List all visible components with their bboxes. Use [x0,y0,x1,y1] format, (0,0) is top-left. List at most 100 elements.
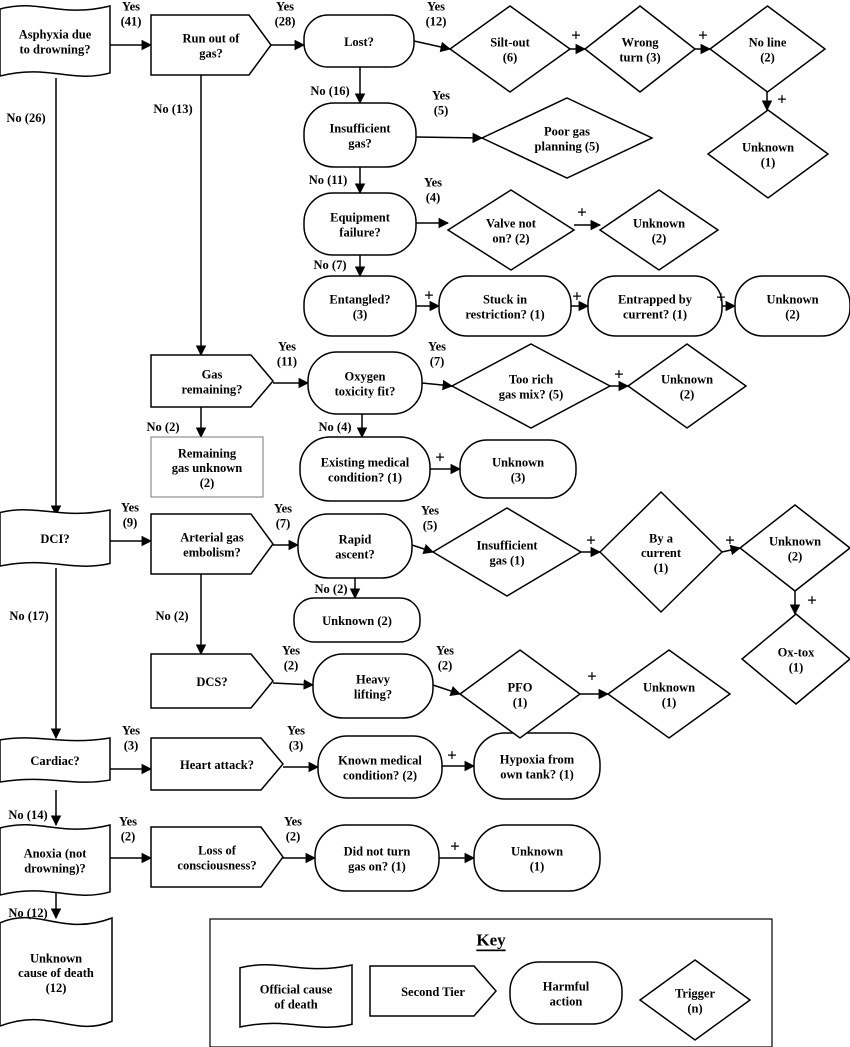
no-line-line-2: (2) [760,50,775,64]
ascent-insufficient-gas-line-2: gas (1) [489,553,524,567]
label-equipment-no-line-1: No (7) [314,258,347,272]
label-heavy-yes-line-1: Yes [436,644,454,658]
silt-out-line-1: Silt-out [490,36,530,50]
key-title: Key [476,931,506,950]
label-age-yes-line-1: Yes [274,502,292,516]
label-asphyxia-yes-line-2: (41) [121,14,142,28]
label-insufficient-gas-no: No (11) [309,173,348,187]
valve-unknown-line-1: Unknown [633,217,685,231]
label-lost-yes-line-2: (12) [426,14,447,28]
key-trigger-line-1: Trigger [675,987,715,1001]
edges-layer [50,39,801,920]
current-unknown-line-1: Unknown [769,535,821,549]
key-second-tier-shape [369,965,497,1017]
key-harmful-action-line-1: Harmful [543,980,590,994]
edge-insufficient-gas-yes [415,132,484,144]
rapid-ascent-line-2: ascent? [335,547,375,561]
plus-sign-14: + [447,746,457,765]
label-dci-yes-line-1: Yes [121,501,139,515]
by-a-current-line-3: (1) [654,561,669,575]
ox-tox-line-1: Ox-tox [778,646,816,660]
key-trigger-shape [638,959,752,1041]
label-rapid-yes-line-1: Yes [421,504,439,518]
label-age-yes-line-2: (7) [276,516,291,530]
key-harmful-action-shape [509,961,623,1025]
lost-shape [303,14,415,68]
label-oxygen-yes-line-2: (7) [430,354,445,368]
label-gas-remaining-no: No (2) [147,420,180,434]
plus-sign-12: + [807,591,817,610]
label-loc-yes: Yes(2) [284,815,302,844]
label-heart-yes: Yes(3) [287,724,305,753]
medical-unknown-shape [459,439,577,499]
remaining-gas-unknown-line-1: Remaining [178,446,237,460]
key-official-cause-line-2: of death [274,997,317,1011]
label-gas-remaining-no-line-1: No (2) [147,420,180,434]
anoxia-shape [0,824,111,896]
entrapped-by-current-line-1: Entrapped by [618,293,693,307]
label-dcs-yes-line-2: (2) [284,658,299,672]
ascent-insufficient-gas-shape [431,507,583,597]
label-dcs-yes: Yes(2) [282,644,300,673]
label-heavy-yes-line-2: (2) [438,658,453,672]
entangled-unknown-shape [734,275,850,337]
run-out-gas-shape [150,14,272,76]
ascent-insufficient-gas-line-1: Insufficient [476,539,538,553]
label-rapid-yes: Yes(5) [421,504,439,533]
label-lost-yes: Yes(12) [426,0,447,28]
rapid-ascent-shape [297,513,413,579]
poor-gas-planning-shape [480,97,654,179]
label-cardiac-yes-line-2: (3) [124,738,139,752]
asphyxia-line-2: to drowning? [20,42,91,56]
oxtox-unknown-shape [626,343,748,429]
label-equipment-no: No (7) [314,258,347,272]
existing-medical-condition-line-1: Existing medical [321,456,410,470]
edge-dcs-yes [272,679,315,690]
node-current-unknown: Unknown(2) [738,504,850,592]
label-oxygen-yes-line-1: Yes [428,340,446,354]
entangled-unknown-line-1: Unknown [766,293,818,307]
did-not-turn-gas-on-line-1: Did not turn [344,845,411,859]
plus-sign-7: + [716,288,726,307]
label-age-no: No (2) [156,609,189,623]
anoxia-line-2: drowning)? [24,861,86,875]
node-silt-out: Silt-out(6) [448,5,572,93]
node-pfo-unknown: Unknown(1) [606,649,732,739]
plus-sign-9: + [435,448,445,467]
heavy-lifting-line-2: lifting? [354,687,392,701]
no-line-shape [708,5,827,93]
cardiac-line-1: Cardiac? [30,754,79,768]
label-run-out-no-line-1: No (13) [153,102,192,116]
oxtox-unknown-line-2: (2) [680,387,695,401]
anoxia-unknown-line-2: (1) [530,859,545,873]
known-medical-condition-line-1: Known medical [338,754,422,768]
gas-remaining-line-1: Gas [202,368,223,382]
plus-sign-6: + [572,287,582,306]
node-medical-unknown: Unknown(3) [459,439,577,499]
label-asphyxia-no: No (26) [6,111,45,125]
heavy-lifting-shape [312,653,434,719]
stuck-in-restriction-line-2: restriction? (1) [465,307,544,321]
node-entangled: Entangled?(3) [303,275,417,337]
node-rapid-ascent-unknown: Unknown (2) [293,597,421,643]
valve-not-on-line-1: Valve not [486,217,537,231]
medical-unknown-line-1: Unknown [492,456,544,470]
label-anoxia-no: No (12) [8,906,47,920]
label-cardiac-no: No (14) [8,808,47,822]
gas-remaining-line-2: remaining? [182,382,243,396]
asphyxia-line-1: Asphyxia due [19,28,92,42]
unknown-cause-line-1: Unknown [30,951,82,965]
arterial-gas-embolism-shape [150,513,274,575]
label-loc-yes-line-1: Yes [284,815,302,829]
node-cardiac: Cardiac? [0,737,111,783]
plus-sign-2: + [698,26,708,45]
